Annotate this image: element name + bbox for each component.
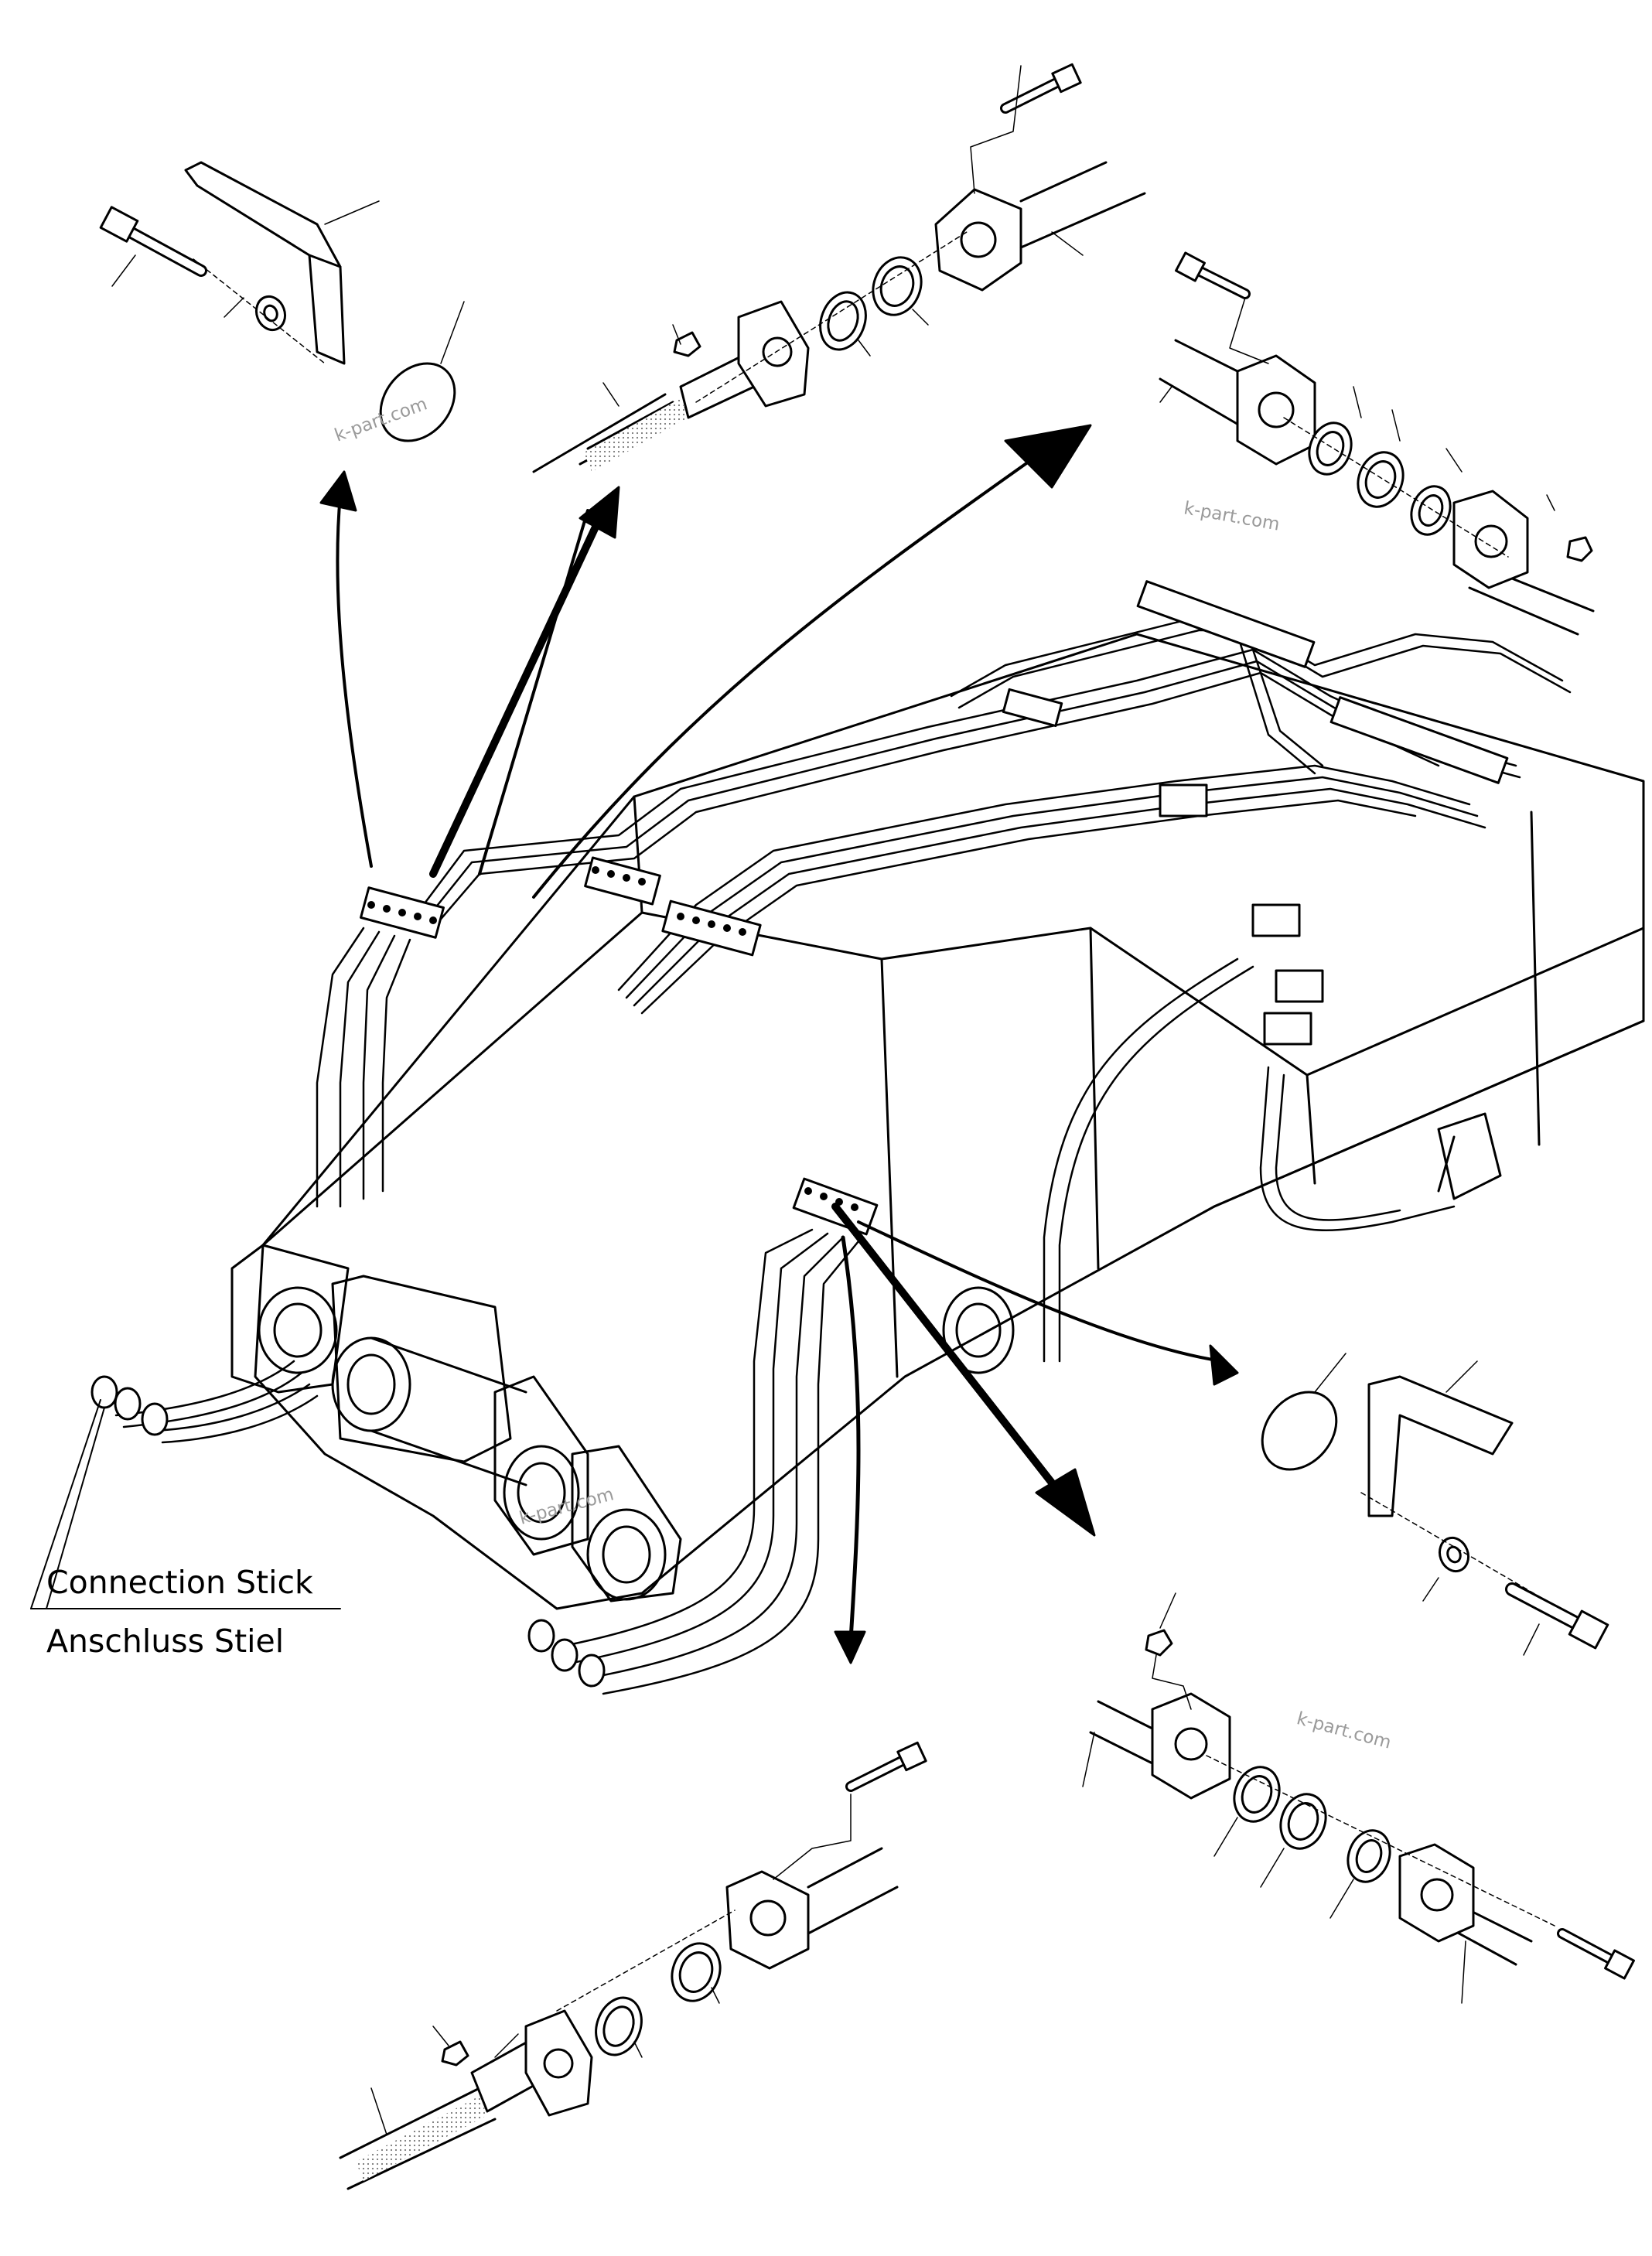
anschluss-stiel-label: Anschluss Stiel (46, 1623, 285, 1660)
hose-fittings-center (529, 1620, 604, 1686)
bracket-icon (1369, 1377, 1512, 1516)
clamp-block-icon (361, 582, 1507, 1234)
bolt-icon (851, 1742, 926, 1787)
cover-plate-icon (365, 349, 469, 456)
nut-icon (442, 2042, 468, 2065)
hose-fittings-left (92, 1377, 167, 1435)
leader-lines-bottom-left (371, 1794, 851, 2135)
leader-lines-top-center (603, 66, 1083, 406)
cover-plate-icon (1247, 1377, 1351, 1484)
washer-icon (252, 292, 290, 334)
leader-lines-top-left (112, 201, 464, 363)
nut-icon (1146, 1630, 1172, 1655)
leader-lines-top-right (1160, 298, 1555, 557)
flange-icon (1152, 1694, 1473, 1941)
o-ring-icon (1302, 417, 1457, 540)
boom-body (232, 634, 1643, 1609)
hose-bundle-left (116, 928, 410, 1442)
connection-stick-label: Connection Stick (46, 1564, 313, 1601)
clamp-studs (367, 866, 858, 1211)
arrow-icon (321, 425, 1237, 1663)
hose-bundle-center (557, 959, 1454, 1694)
bolt-icon (101, 207, 201, 271)
flange-icon (739, 162, 1145, 406)
nut-icon (674, 333, 700, 356)
leader-lines-mid-right (1315, 1353, 1547, 1655)
o-ring-icon (589, 1937, 728, 2061)
tube-bundle-upper (418, 619, 1570, 1013)
bolt-icon (1512, 1589, 1608, 1648)
bolt-icon (1005, 64, 1080, 108)
bracket-icon (186, 162, 344, 363)
nut-icon (1568, 538, 1592, 561)
leader-lines-bottom-right (1083, 1593, 1555, 2003)
label-leader-lines (31, 1400, 340, 1609)
hose-icon (534, 356, 754, 472)
washer-icon (1435, 1534, 1473, 1575)
flange-icon (526, 1848, 897, 2115)
o-ring-icon (813, 251, 929, 356)
bolt-icon (1176, 253, 1245, 294)
o-ring-icon (1227, 1761, 1397, 1888)
bolt-icon (1562, 1933, 1633, 1978)
